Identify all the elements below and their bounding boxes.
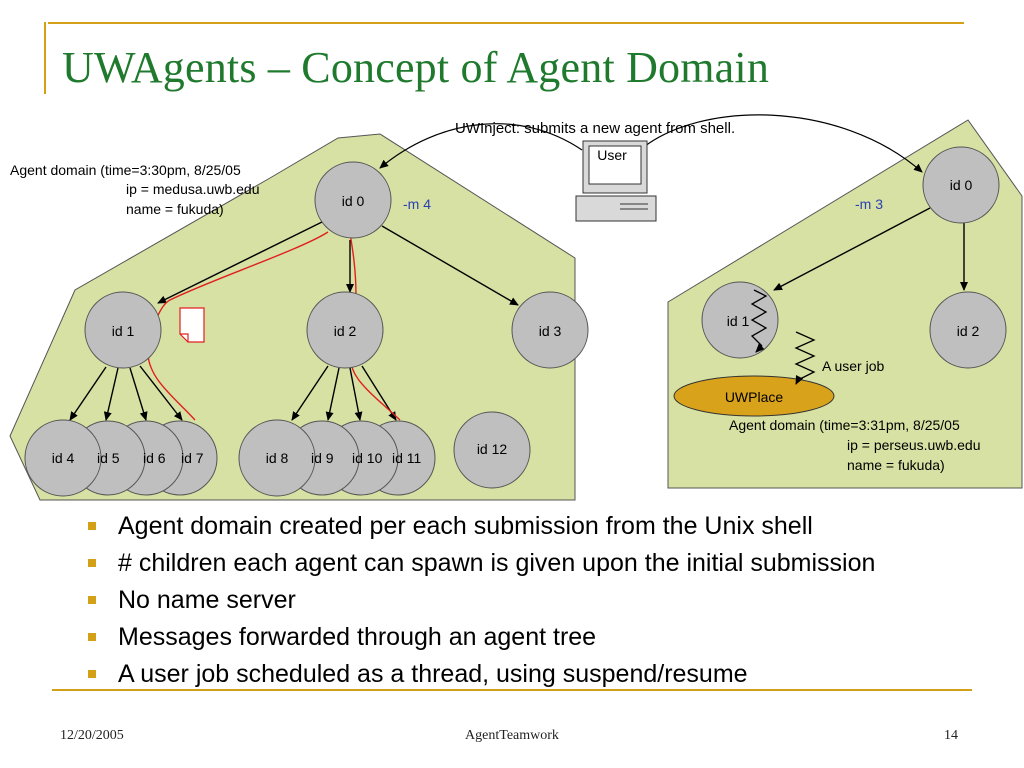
left-node-id1-label: id 1 xyxy=(112,323,135,339)
left-tree-edges xyxy=(69,221,519,421)
right-m-label: -m 3 xyxy=(855,196,883,212)
right-node-id1-label: id 1 xyxy=(727,313,750,329)
right-node-id0 xyxy=(922,146,1000,224)
left-domain-region xyxy=(9,133,576,501)
bullet-marker xyxy=(88,522,96,530)
footer-title: AgentTeamwork xyxy=(465,728,559,743)
bullet-text: Agent domain created per each submission… xyxy=(118,512,813,540)
right-nodes xyxy=(701,146,1007,369)
footer-date: 12/20/2005 xyxy=(60,728,124,743)
left-node-id9-label: id 9 xyxy=(311,450,334,466)
left-node-id6-label: id 6 xyxy=(143,450,166,466)
left-node-id1 xyxy=(84,291,162,369)
bullet-marker xyxy=(88,670,96,678)
left-domain-info-line3: name = fukuda) xyxy=(126,201,224,217)
user-computer-icon xyxy=(575,140,657,222)
bullet-text: Messages forwarded through an agent tree xyxy=(118,623,597,651)
left-node-id7-label: id 7 xyxy=(181,450,204,466)
uwinject-arrows xyxy=(379,114,923,173)
bullet-item: # children each agent can spawn is given… xyxy=(88,545,875,582)
uwplace-label: UWPlace xyxy=(725,389,784,405)
bullet-marker xyxy=(88,559,96,567)
right-domain-info-line2: ip = perseus.uwb.edu xyxy=(847,437,980,453)
left-node-id4-label: id 4 xyxy=(52,450,75,466)
right-node-id2 xyxy=(929,291,1007,369)
left-nodes xyxy=(24,161,589,497)
user-job-label: A user job xyxy=(822,358,884,374)
right-node-id2-label: id 2 xyxy=(957,323,980,339)
right-node-labels: id 0 id 1 id 2 xyxy=(727,177,980,339)
right-tree-edges xyxy=(773,207,968,291)
left-node-id2 xyxy=(306,291,384,369)
left-m-label: -m 4 xyxy=(403,196,431,212)
left-domain-info-line1: Agent domain (time=3:30pm, 8/25/05 xyxy=(10,162,241,178)
left-node-id12-label: id 12 xyxy=(477,441,508,457)
thread-squiggles xyxy=(750,289,816,385)
footer-page-number: 14 xyxy=(944,728,958,743)
bullet-item: A user job scheduled as a thread, using … xyxy=(88,656,875,693)
left-node-id0-label: id 0 xyxy=(342,193,365,209)
bullet-marker xyxy=(88,633,96,641)
title-top-rule xyxy=(48,22,964,24)
left-node-id8 xyxy=(238,419,316,497)
bullet-text: # children each agent can spawn is given… xyxy=(118,549,876,577)
left-node-labels: id 0 id 1 id 2 id 3 id 12 id 7 id 6 id 5… xyxy=(52,193,562,466)
left-node-id10-label: id 10 xyxy=(352,450,383,466)
uwplace-ellipse xyxy=(673,375,835,417)
user-label: User xyxy=(597,147,627,163)
uwinject-label: UWInject: submits a new agent from shell… xyxy=(455,120,735,137)
bullet-text: A user job scheduled as a thread, using … xyxy=(118,660,748,688)
left-node-id2-label: id 2 xyxy=(334,323,357,339)
right-domain-info-line1: Agent domain (time=3:31pm, 8/25/05 xyxy=(729,417,960,433)
right-node-id0-label: id 0 xyxy=(950,177,973,193)
left-node-id3 xyxy=(511,291,589,369)
left-node-id12 xyxy=(453,411,531,489)
bullet-text: No name server xyxy=(118,586,296,614)
left-node-id3-label: id 3 xyxy=(539,323,562,339)
slide-title: UWAgents – Concept of Agent Domain xyxy=(62,43,770,92)
bullet-list: Agent domain created per each submission… xyxy=(88,508,875,693)
title-left-rule xyxy=(44,22,46,94)
bullet-item: Agent domain created per each submission… xyxy=(88,508,875,545)
left-node-id11-label: id 11 xyxy=(392,450,422,466)
left-node-id0 xyxy=(314,161,392,239)
left-node-id5-label: id 5 xyxy=(97,450,120,466)
footer-rule xyxy=(52,689,972,691)
bullet-item: Messages forwarded through an agent tree xyxy=(88,619,875,656)
right-node-id1 xyxy=(701,281,779,359)
left-domain-info-line2: ip = medusa.uwb.edu xyxy=(126,181,259,197)
bullet-item: No name server xyxy=(88,582,875,619)
left-node-id4 xyxy=(24,419,102,497)
agent-domain-diagram: UWPlace User xyxy=(9,114,1023,501)
left-node-id8-label: id 8 xyxy=(266,450,289,466)
bullet-marker xyxy=(88,596,96,604)
message-document-icon xyxy=(179,307,205,343)
right-domain-info-line3: name = fukuda) xyxy=(847,457,945,473)
